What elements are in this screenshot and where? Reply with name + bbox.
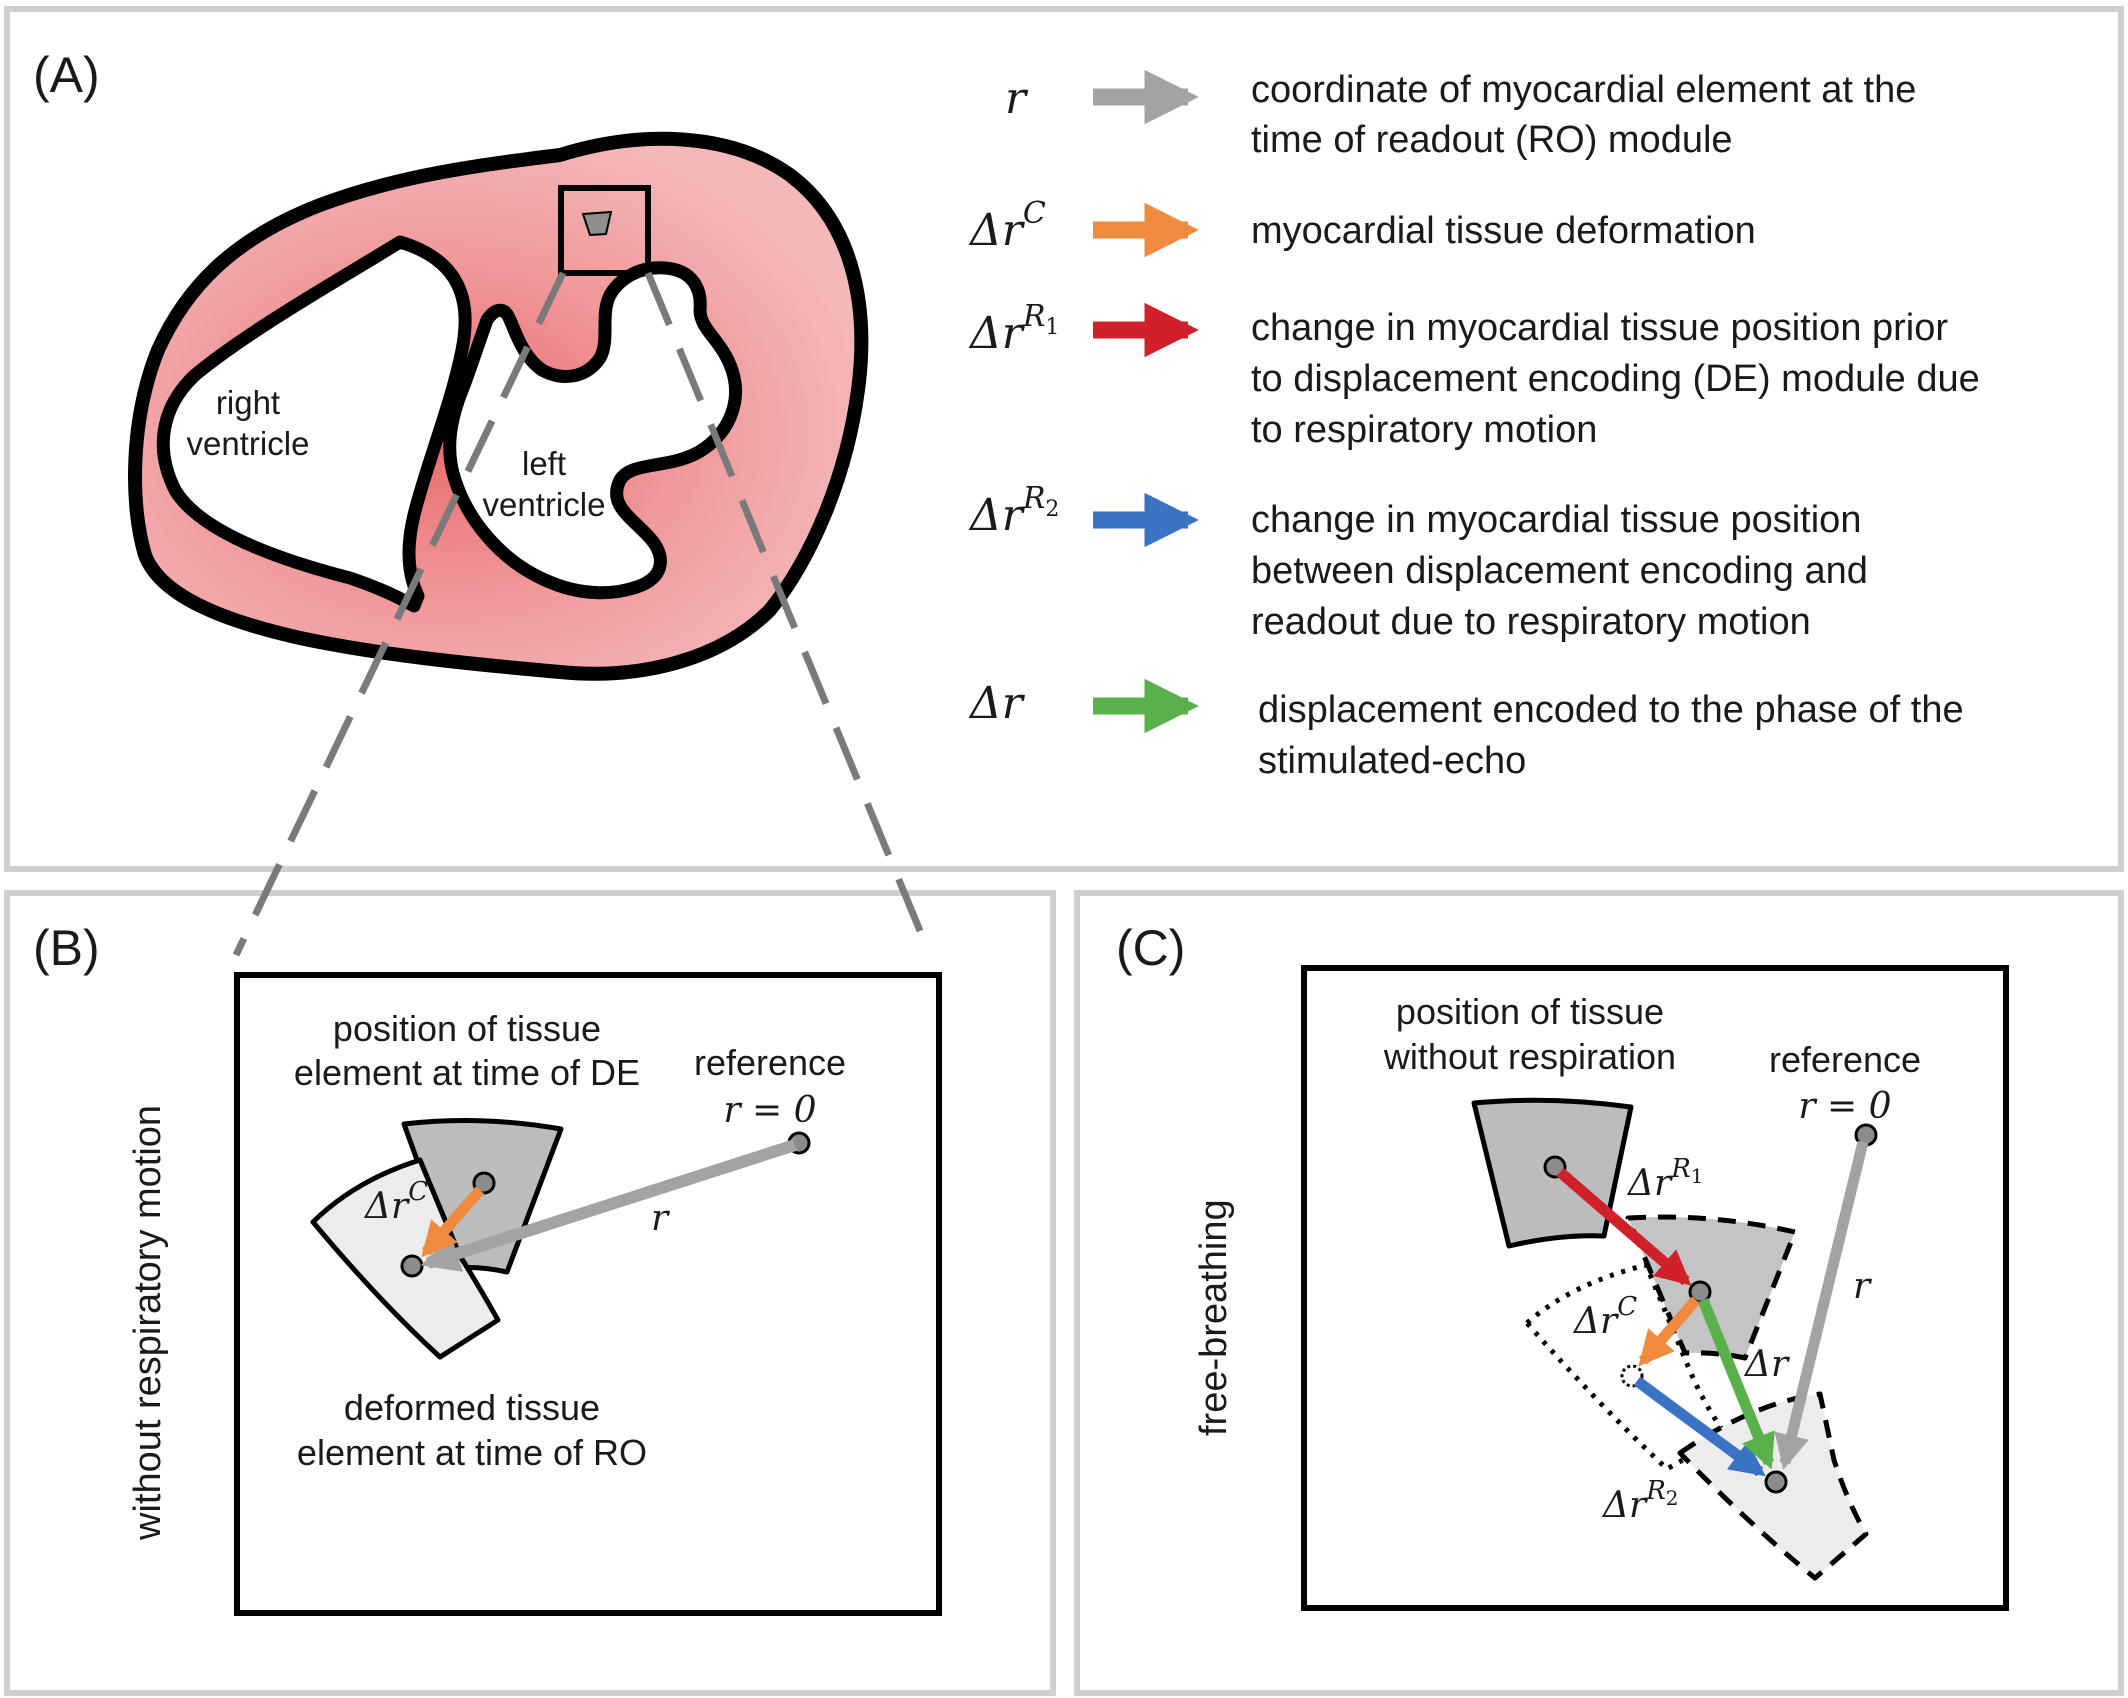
heart-cross-section: right ventricle left ventricle: [128, 131, 869, 681]
rv-label-line-2: ventricle: [187, 425, 310, 462]
legend-item-drr2: ΔrR2 change in myocardial tissue positio…: [968, 481, 1868, 643]
label-de-line-2: element at time of DE: [294, 1052, 640, 1093]
legend-text-line: change in myocardial tissue position: [1251, 499, 1861, 541]
arrow-drr1: [1556, 1167, 1692, 1286]
label-ref-line-1: reference: [694, 1042, 846, 1083]
legend-text-line: change in myocardial tissue position pri…: [1251, 307, 1948, 349]
arrow-drc: [1638, 1296, 1701, 1367]
legend-text-line: myocardial tissue deformation: [1251, 210, 1756, 252]
label-r: r: [651, 1198, 670, 1239]
label-de-line-1: position of tissue: [333, 1008, 601, 1049]
lv-label-line-1: left: [522, 445, 566, 482]
arrow-dr: [1697, 1297, 1775, 1470]
element-center-ro: [1764, 1470, 1788, 1494]
lv-label-line-2: ventricle: [483, 486, 606, 523]
arrow-drc: [421, 1186, 485, 1258]
panel-b-diagram: position of tissue element at time of DE…: [294, 1008, 846, 1473]
legend-text-line: stimulated-echo: [1258, 740, 1526, 782]
legend-item-drr1: ΔrR1 change in myocardial tissue positio…: [968, 299, 1980, 451]
panel-b-frame: [4, 890, 1056, 1696]
legend-symbol: ΔrR1: [968, 299, 1059, 359]
legend-text-line: readout due to respiratory motion: [1251, 601, 1811, 643]
legend-symbol: Δr: [968, 678, 1026, 729]
label-dr: Δr: [1743, 1344, 1790, 1385]
label-drc: ΔrC: [363, 1177, 428, 1227]
legend-text-line: coordinate of myocardial element at the: [1251, 69, 1916, 111]
arrow-r: [420, 1139, 797, 1272]
legend-text-line: displacement encoded to the phase of the: [1258, 689, 1964, 731]
legend-item-dr: Δr displacement encoded to the phase of …: [968, 678, 1964, 782]
arrow-drr2: [1633, 1376, 1766, 1477]
zoom-box: [558, 185, 651, 276]
label-ro-line-2: element at time of RO: [297, 1432, 647, 1473]
tissue-element-deformed: [1524, 1262, 1729, 1472]
label-drc: ΔrC: [1572, 1292, 1637, 1342]
legend-item-r: r coordinate of myocardial element at th…: [1005, 69, 1916, 161]
legend-symbol: r: [1005, 73, 1029, 124]
element-center-ro: [400, 1254, 424, 1278]
panel-c-diagram: position of tissue without respiration r…: [1383, 991, 1921, 1581]
panel-b-label: (B): [33, 920, 100, 976]
legend-text-line: to respiratory motion: [1251, 409, 1597, 451]
tissue-element-marker: [581, 210, 613, 237]
panel-a-frame: [4, 6, 2124, 872]
panel-a-label: (A): [33, 47, 100, 103]
tissue-element-de: [401, 1117, 564, 1275]
label-pos-line-2: without respiration: [1383, 1036, 1676, 1077]
panel-c-side-label: free-breathing: [1193, 1199, 1235, 1436]
panel-c-frame: [1074, 890, 2124, 1696]
right-ventricle: [156, 235, 472, 613]
left-ventricle: [443, 261, 742, 600]
panel-c-label: (C): [1116, 920, 1185, 976]
zoom-line-right: [644, 271, 934, 957]
panel-b-zoom-frame: [234, 972, 942, 1616]
legend-text-line: between displacement encoding and: [1251, 550, 1868, 592]
label-ro-line-1: deformed tissue: [344, 1387, 600, 1428]
legend-text-line: to displacement encoding (DE) module due: [1251, 358, 1980, 400]
legend-item-drc: ΔrC myocardial tissue deformation: [968, 196, 1756, 258]
legend-symbol: ΔrR2: [968, 481, 1059, 541]
legend: r coordinate of myocardial element at th…: [968, 69, 1980, 782]
label-drr2: ΔrR2: [1601, 1476, 1679, 1526]
label-r: r: [1853, 1266, 1872, 1307]
panel-b-side-label: without respiratory motion: [127, 1105, 169, 1541]
legend-text-line: time of readout (RO) module: [1251, 119, 1733, 161]
legend-symbol: ΔrC: [968, 196, 1046, 256]
rv-label-line-1: right: [216, 384, 280, 421]
element-center-de: [472, 1171, 496, 1195]
label-ref-line-2: r = 0: [723, 1090, 816, 1131]
label-drr1: ΔrR1: [1626, 1154, 1704, 1204]
label-ref-line-1: reference: [1769, 1039, 1921, 1080]
label-ref-line-2: r = 0: [1798, 1086, 1891, 1127]
zoom-line-left: [232, 271, 567, 957]
label-pos-line-1: position of tissue: [1396, 991, 1664, 1032]
arrow-r: [1774, 1140, 1869, 1470]
